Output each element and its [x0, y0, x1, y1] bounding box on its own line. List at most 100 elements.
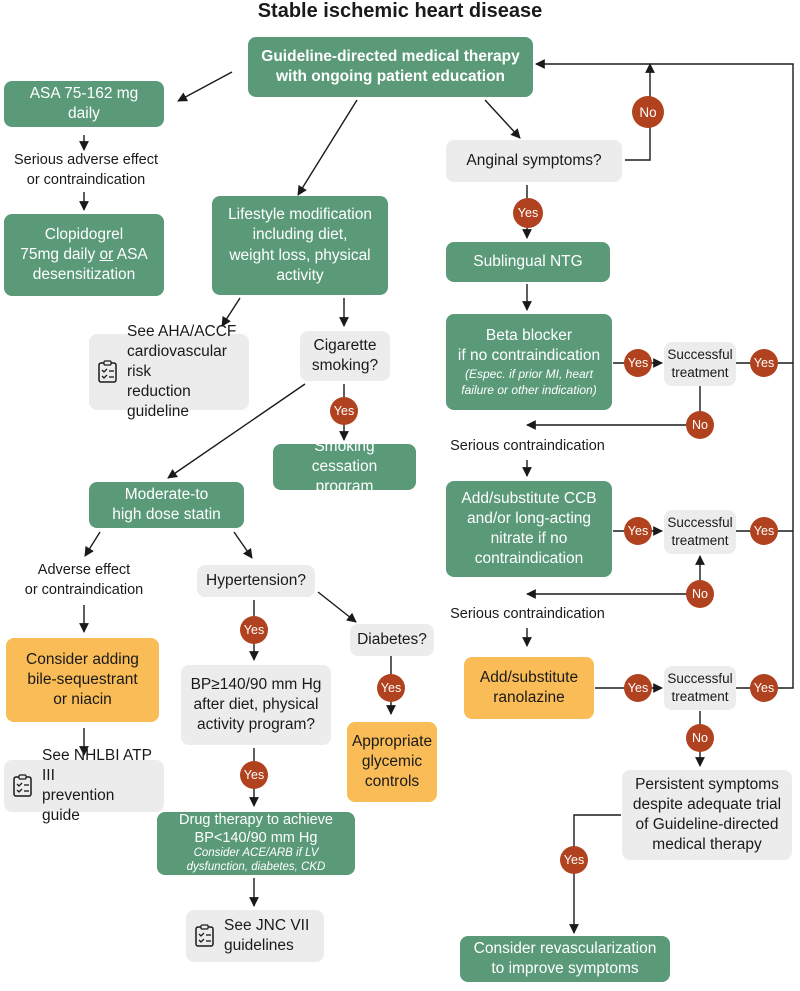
cigarette-line-1: Cigarette [313, 336, 377, 354]
bile-sequestrant-box: Consider adding bile-sequestrant or niac… [6, 638, 159, 722]
beta-line-1: Beta blocker [485, 326, 573, 344]
clopidogrel-line-1: Clopidogrel [44, 225, 124, 243]
beta-sub-2: failure or other indication) [461, 383, 597, 398]
arrow-loop-to-gdmt [535, 59, 794, 363]
aha-ref-line-2: cardiovascular risk [127, 342, 227, 380]
asa-box: ASA 75-162 mg daily [4, 81, 164, 127]
sublingual-ntg-box: Sublingual NTG [446, 242, 610, 282]
adverse-effect-line-2: or contraindication [24, 582, 144, 599]
drug-line-1: Drug therapy to achieve [179, 812, 333, 829]
yes-badge-beta: Yes [624, 349, 652, 377]
persistent-line-3: of Guideline-directed [635, 816, 779, 833]
cessation-line-2: program [315, 478, 374, 496]
drug-sub-2: dysfunction, diabetes, CKD [186, 860, 326, 873]
aha-ref-line-1: See AHA/ACCF [127, 322, 237, 340]
serious-contraindication-label-1: Serious contraindication [450, 438, 605, 454]
arrow-gdmt-to-asa [177, 71, 233, 102]
aha-reference-box: See AHA/ACCF cardiovascular risk reducti… [89, 323, 249, 420]
nhlbi-ref-line-2: prevention guide [42, 787, 115, 825]
statin-line-1: Moderate-to [124, 485, 209, 503]
bp-line-3: activity program? [196, 716, 315, 734]
persistent-line-1: Persistent symptoms [635, 775, 779, 793]
arrow-gdmt-to-lifestyle [297, 99, 358, 196]
no-badge-success-2: No [686, 580, 714, 608]
successful-treatment-box-3: Successful treatment [664, 666, 736, 710]
bile-line-1: Consider adding [26, 650, 139, 668]
persistent-line-4: medical therapy [652, 836, 762, 854]
arrow-gdmt-to-anginal [484, 99, 521, 139]
persistent-symptoms-box: Persistent symptoms despite adequate tri… [622, 770, 792, 860]
drug-line-2: BP<140/90 mm Hg [194, 829, 318, 846]
revasc-line-2: to improve symptoms [491, 960, 639, 977]
success3-line-2: treatment [671, 689, 729, 704]
checklist-icon [194, 924, 216, 948]
revascularization-box: Consider revascularization to improve sy… [460, 936, 670, 982]
arrow-statin-to-hypertension [233, 531, 253, 559]
glycemic-line-1: Appropriate [351, 732, 433, 750]
beta-line-2: if no contraindication [457, 346, 601, 364]
yes-badge-diabetes: Yes [377, 674, 405, 702]
ccb-line-4: contraindication [474, 550, 584, 568]
glycemic-line-2: glycemic [361, 752, 423, 770]
arrow-hypertension-to-diabetes [317, 591, 357, 623]
beta-sub-1: (Espec. if prior MI, heart [464, 366, 594, 381]
nhlbi-reference-box: See NHLBI ATP III prevention guide [4, 747, 164, 824]
ccb-line-3: nitrate if no [490, 530, 568, 547]
yes-badge-anginal: Yes [513, 198, 543, 228]
diabetes-text: Diabetes? [357, 630, 427, 648]
cigarette-line-2: smoking? [311, 357, 379, 374]
serious-adverse-label: Serious adverse effect or contraindicati… [4, 150, 168, 191]
lifestyle-box: Lifestyle modification including diet, w… [212, 196, 388, 295]
ranolazine-line-2: ranolazine [493, 689, 565, 706]
beta-blocker-box: Beta blocker if no contraindication (Esp… [446, 314, 612, 410]
statin-line-2: high dose statin [112, 506, 221, 523]
bile-line-2: bile-sequestrant [27, 670, 138, 688]
bile-line-3: or niacin [53, 691, 112, 709]
lifestyle-line-4: activity [276, 266, 324, 284]
revasc-line-1: Consider revascularization [473, 939, 657, 957]
jnc-reference-text: See JNC VII guidelines [224, 916, 309, 956]
anginal-symptoms-box: Anginal symptoms? [446, 140, 622, 182]
glycemic-line-3: controls [364, 773, 420, 791]
bp-check-box: BP≥140/90 mm Hg after diet, physical act… [181, 665, 331, 745]
nhlbi-ref-line-1: See NHLBI ATP III [42, 746, 152, 784]
hypertension-text: Hypertension? [206, 571, 306, 589]
yes-badge-bp: Yes [240, 761, 268, 789]
yes-badge-hypertension: Yes [240, 616, 268, 644]
hypertension-box: Hypertension? [197, 565, 315, 597]
checklist-icon [97, 360, 119, 384]
jnc-ref-line-2: guidelines [224, 937, 294, 954]
success3-line-1: Successful [667, 671, 733, 687]
yes-badge-persistent: Yes [560, 846, 588, 874]
cessation-line-1: Smoking cessation [311, 437, 378, 475]
serious-contraindication-label-2: Serious contraindication [450, 606, 605, 622]
arrow-lifestyle-to-aha [221, 297, 241, 327]
glycemic-controls-box: Appropriate glycemic controls [347, 722, 437, 802]
no-badge-success-3: No [686, 724, 714, 752]
lifestyle-line-1: Lifestyle modification [228, 206, 372, 224]
successful-treatment-box-1: Successful treatment [664, 342, 736, 386]
gdmt-line-1: Guideline-directed medical therapy [261, 47, 520, 65]
diabetes-box: Diabetes? [350, 624, 434, 656]
ccb-line-1: Add/substitute CCB [461, 489, 597, 507]
statin-box: Moderate-to high dose statin [89, 482, 244, 528]
smoking-cessation-box: Smoking cessation program [273, 438, 416, 495]
success1-line-2: treatment [671, 365, 729, 380]
arrow-statin-to-adverse [84, 531, 101, 557]
bp-line-1: BP≥140/90 mm Hg [190, 675, 322, 693]
success1-line-1: Successful [667, 347, 733, 363]
nhlbi-reference-text: See NHLBI ATP III prevention guide [42, 746, 156, 827]
yes-badge-ranolazine: Yes [624, 674, 652, 702]
ntg-text: Sublingual NTG [473, 252, 583, 270]
success2-line-1: Successful [667, 515, 733, 531]
lifestyle-line-2: including diet, [252, 226, 348, 244]
lifestyle-line-3: weight loss, physical [229, 246, 371, 264]
drug-therapy-box: Drug therapy to achieve BP<140/90 mm Hg … [157, 812, 355, 875]
persistent-line-2: despite adequate trial [632, 795, 782, 813]
ccb-line-2: and/or long-acting [466, 509, 592, 527]
yes-badge-success-1: Yes [750, 349, 778, 377]
adverse-effect-label: Adverse effect or contraindication [4, 560, 164, 601]
no-badge-anginal: No [632, 96, 664, 128]
anginal-text: Anginal symptoms? [466, 151, 602, 169]
